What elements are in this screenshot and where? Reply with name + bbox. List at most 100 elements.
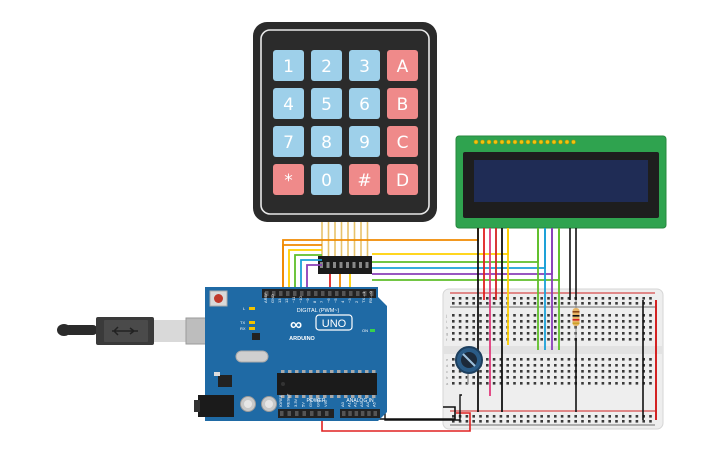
breadboard-hole[interactable] — [594, 376, 598, 379]
breadboard-hole[interactable] — [615, 370, 618, 373]
breadboard-hole[interactable] — [513, 326, 516, 329]
breadboard-hole[interactable] — [526, 358, 530, 361]
breadboard-hole[interactable] — [452, 320, 455, 323]
breadboard-hole[interactable] — [486, 415, 489, 418]
keypad-key[interactable]: 4 — [273, 88, 304, 119]
breadboard-hole[interactable] — [499, 314, 503, 317]
breadboard-hole[interactable] — [526, 382, 530, 385]
breadboard-hole[interactable] — [581, 320, 584, 323]
breadboard-hole[interactable] — [622, 376, 625, 379]
digital-pin[interactable] — [314, 291, 318, 296]
breadboard-hole[interactable] — [533, 338, 537, 341]
breadboard-hole[interactable] — [486, 358, 489, 361]
breadboard-hole[interactable] — [628, 332, 632, 335]
lcd-pin[interactable] — [506, 139, 511, 145]
breadboard-hole[interactable] — [533, 314, 537, 317]
breadboard-hole[interactable] — [492, 382, 496, 385]
digital-pin[interactable] — [293, 291, 297, 296]
breadboard-hole[interactable] — [628, 364, 632, 367]
breadboard-hole[interactable] — [588, 364, 591, 367]
breadboard-hole[interactable] — [594, 332, 598, 335]
lcd-pin[interactable] — [493, 139, 498, 145]
breadboard-hole[interactable] — [533, 326, 537, 329]
breadboard-hole[interactable] — [533, 370, 537, 373]
breadboard-hole[interactable] — [554, 320, 557, 323]
breadboard-hole[interactable] — [540, 320, 543, 323]
breadboard-hole[interactable] — [465, 302, 469, 305]
breadboard-hole[interactable] — [526, 364, 530, 367]
breadboard-hole[interactable] — [635, 320, 639, 323]
digital-pin[interactable] — [342, 291, 346, 296]
breadboard-hole[interactable] — [581, 376, 584, 379]
breadboard-hole[interactable] — [581, 338, 584, 341]
breadboard-hole[interactable] — [513, 332, 516, 335]
breadboard-hole[interactable] — [615, 364, 618, 367]
breadboard-hole[interactable] — [594, 420, 598, 423]
breadboard-hole[interactable] — [513, 382, 516, 385]
breadboard-hole[interactable] — [560, 332, 564, 335]
breadboard-hole[interactable] — [540, 302, 543, 305]
breadboard-hole[interactable] — [479, 415, 482, 418]
breadboard-hole[interactable] — [622, 338, 625, 341]
breadboard-hole[interactable] — [601, 376, 605, 379]
breadboard-hole[interactable] — [608, 338, 611, 341]
analog-pin[interactable] — [360, 411, 365, 416]
breadboard-hole[interactable] — [649, 338, 652, 341]
breadboard-hole[interactable] — [588, 297, 591, 300]
breadboard-hole[interactable] — [479, 297, 482, 300]
breadboard-hole[interactable] — [472, 297, 475, 300]
breadboard-hole[interactable] — [649, 297, 652, 300]
breadboard-hole[interactable] — [622, 358, 625, 361]
digital-pin[interactable] — [272, 291, 276, 296]
breadboard-hole[interactable] — [492, 302, 496, 305]
breadboard-hole[interactable] — [588, 302, 591, 305]
breadboard-hole[interactable] — [479, 314, 482, 317]
breadboard-hole[interactable] — [615, 358, 618, 361]
breadboard-hole[interactable] — [458, 302, 462, 305]
breadboard-hole[interactable] — [581, 358, 584, 361]
breadboard-hole[interactable] — [649, 320, 652, 323]
breadboard-hole[interactable] — [513, 420, 516, 423]
lcd-pin[interactable] — [499, 139, 505, 145]
breadboard-hole[interactable] — [520, 382, 523, 385]
breadboard-hole[interactable] — [635, 297, 639, 300]
analog-pin[interactable] — [373, 411, 378, 416]
breadboard-hole[interactable] — [547, 338, 550, 341]
breadboard-hole[interactable] — [574, 415, 577, 418]
breadboard-hole[interactable] — [567, 320, 571, 323]
breadboard-hole[interactable] — [520, 415, 523, 418]
breadboard-hole[interactable] — [635, 326, 639, 329]
breadboard-hole[interactable] — [628, 370, 632, 373]
breadboard-hole[interactable] — [588, 376, 591, 379]
breadboard-hole[interactable] — [499, 320, 503, 323]
analog-pin[interactable] — [367, 411, 371, 416]
breadboard-hole[interactable] — [601, 420, 605, 423]
breadboard-hole[interactable] — [547, 326, 550, 329]
breadboard-hole[interactable] — [649, 376, 652, 379]
digital-pin[interactable] — [286, 291, 290, 296]
breadboard-hole[interactable] — [499, 420, 503, 423]
breadboard-hole[interactable] — [486, 376, 489, 379]
breadboard-hole[interactable] — [533, 332, 537, 335]
breadboard-hole[interactable] — [547, 364, 550, 367]
breadboard-hole[interactable] — [554, 420, 557, 423]
breadboard-hole[interactable] — [608, 326, 611, 329]
breadboard-hole[interactable] — [479, 382, 482, 385]
breadboard-hole[interactable] — [601, 338, 605, 341]
breadboard-hole[interactable] — [458, 338, 462, 341]
breadboard-hole[interactable] — [486, 338, 489, 341]
breadboard-hole[interactable] — [472, 326, 475, 329]
potentiometer[interactable] — [455, 346, 483, 384]
keypad-key[interactable]: 1 — [273, 50, 304, 81]
breadboard-hole[interactable] — [506, 382, 509, 385]
breadboard-hole[interactable] — [622, 382, 625, 385]
breadboard-hole[interactable] — [520, 320, 523, 323]
breadboard-hole[interactable] — [635, 358, 639, 361]
breadboard-hole[interactable] — [465, 420, 469, 423]
power-pin[interactable] — [295, 411, 299, 416]
breadboard-hole[interactable] — [479, 376, 482, 379]
breadboard-hole[interactable] — [567, 376, 571, 379]
analog-pin[interactable] — [354, 411, 359, 416]
breadboard-hole[interactable] — [581, 326, 584, 329]
breadboard-hole[interactable] — [628, 358, 632, 361]
